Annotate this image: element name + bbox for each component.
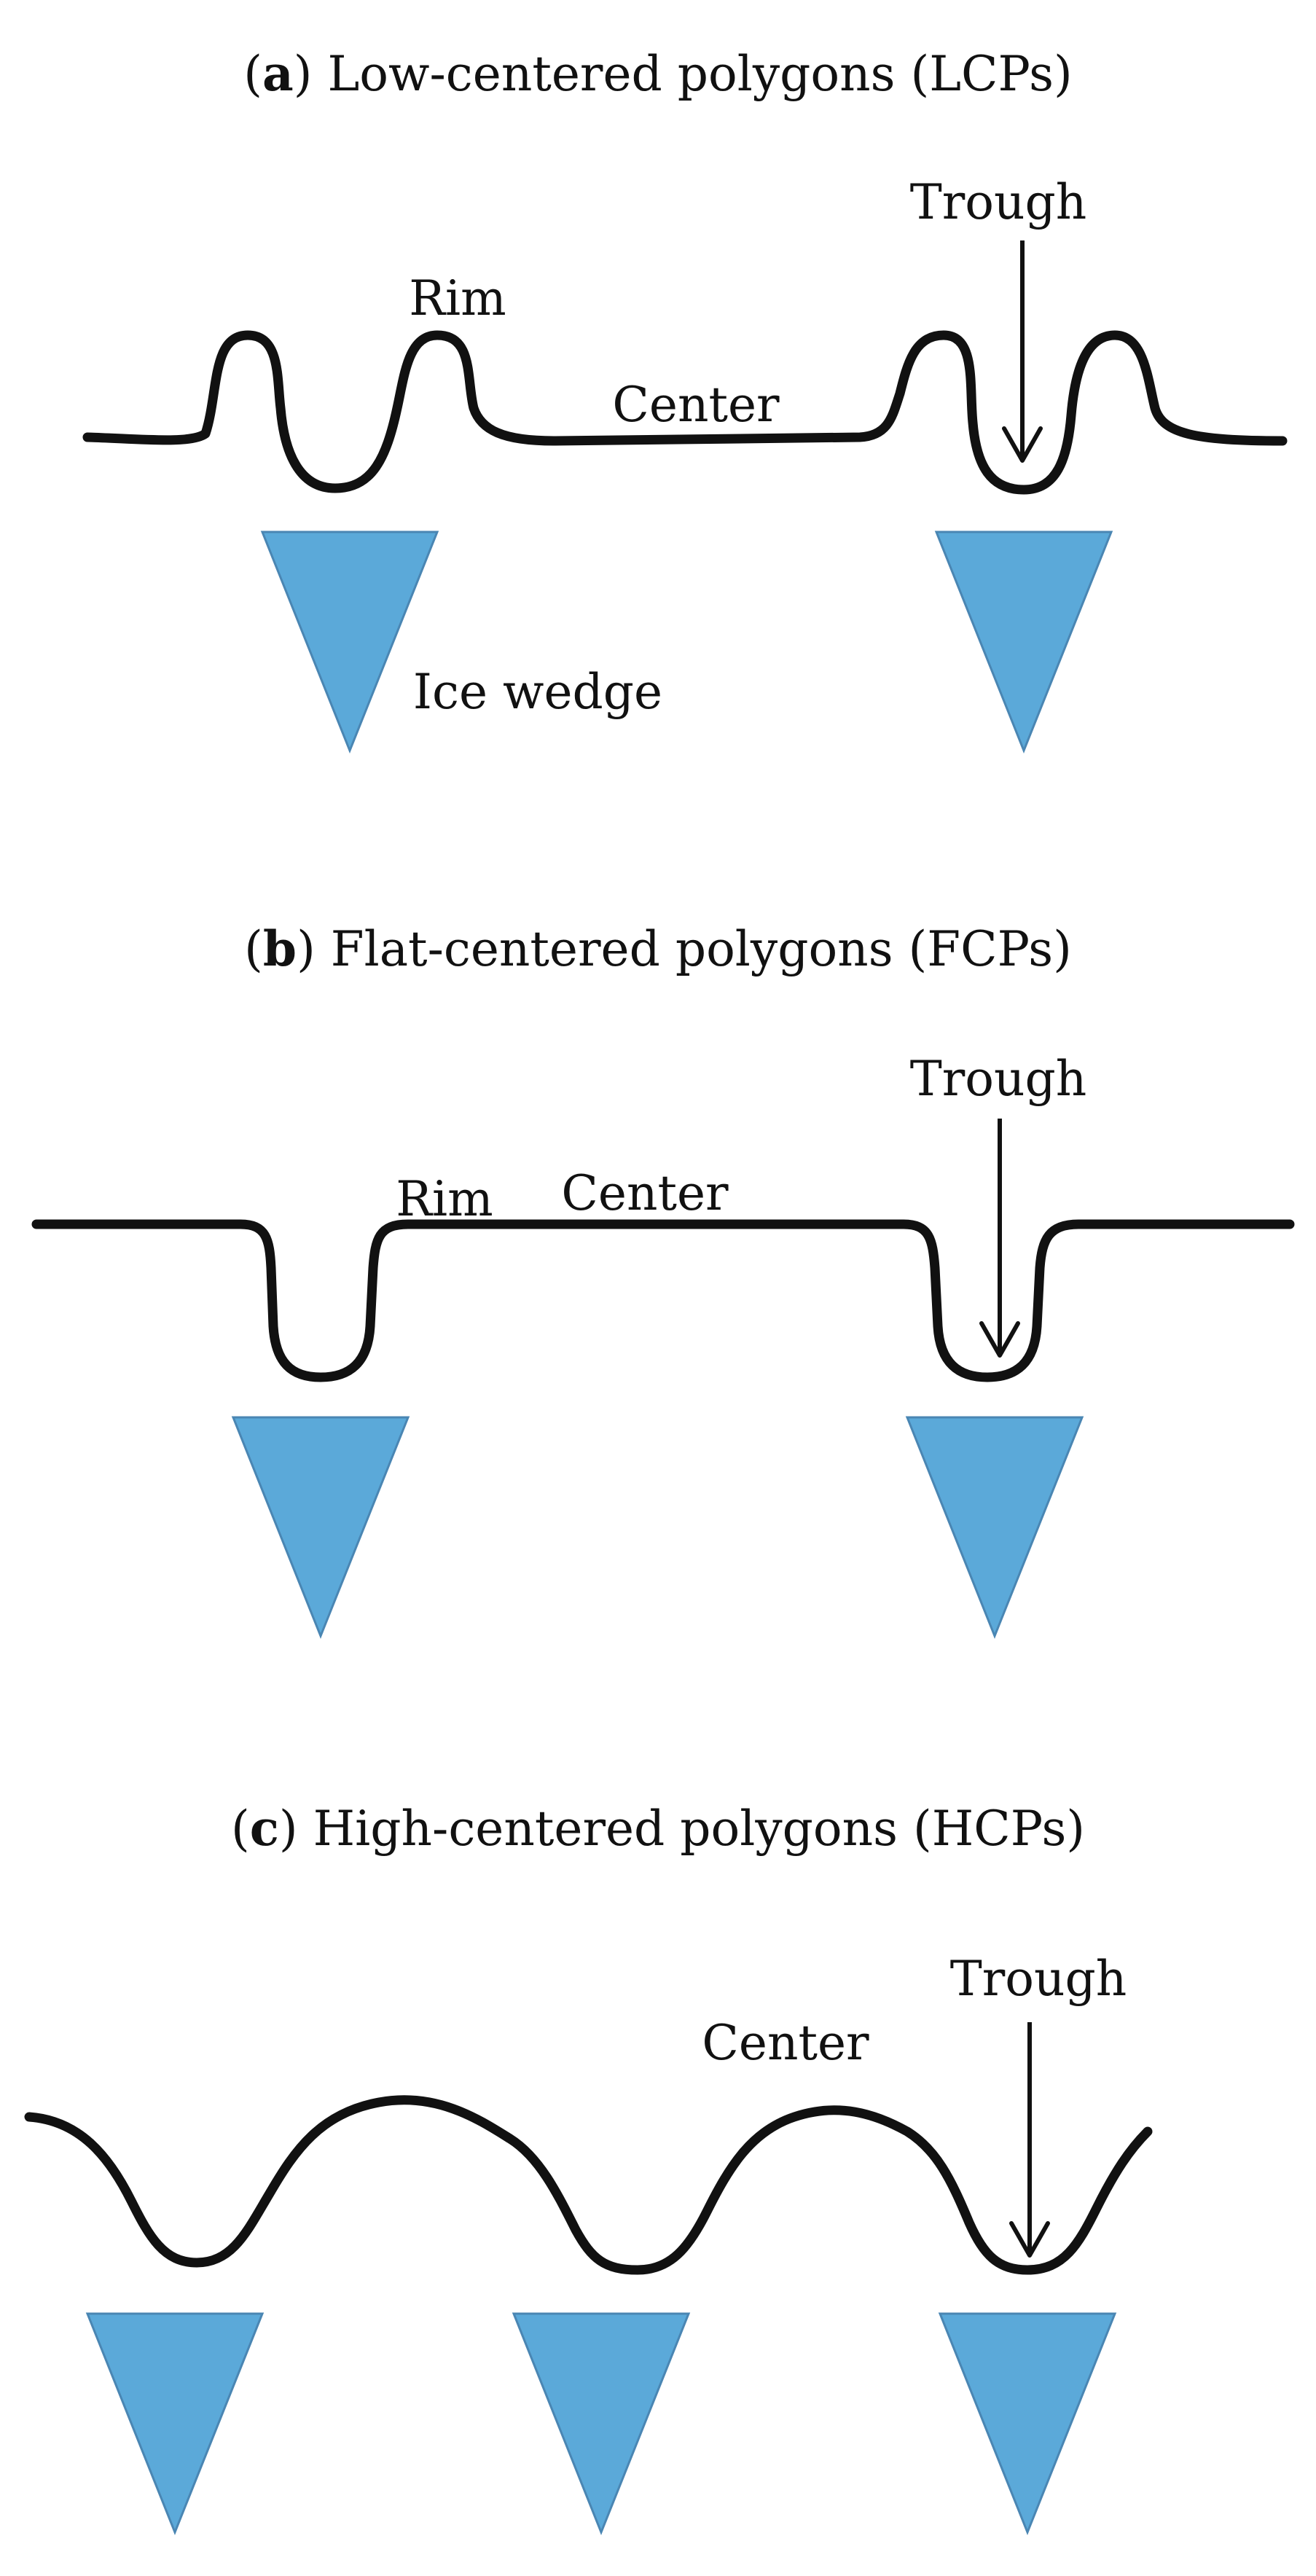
panel-c-trough-arrowhead: [1009, 2221, 1050, 2258]
panel-a-center-label: Center: [612, 377, 780, 433]
panel-a-trough-label: Trough: [910, 174, 1087, 230]
panel-c-caption-letter: c: [250, 1800, 279, 1857]
panel-b-center-label: Center: [561, 1165, 729, 1221]
panel-b: (b) Flat-centered polygons (FCPs) Rim Ce…: [31, 920, 1295, 1640]
panel-c-trough-label: Trough: [950, 1951, 1127, 2007]
panel-a: (a) Low-centered polygons (LCPs) Rim Cen…: [82, 45, 1288, 754]
panel-b-trough-label: Trough: [910, 1051, 1087, 1107]
panel-c-caption: (c) High-centered polygons (HCPs): [231, 1800, 1085, 1857]
panel-a-rim-label: Rim: [409, 270, 506, 326]
panel-b-caption: (b) Flat-centered polygons (FCPs): [244, 920, 1072, 977]
panel-c-center-label: Center: [702, 2015, 869, 2071]
panel-a-caption: (a) Low-centered polygons (LCPs): [243, 45, 1073, 102]
panel-a-ground-profile: [82, 330, 1288, 495]
panel-b-ground-profile: [31, 1219, 1295, 1382]
panel-c-ice-wedge-middle: [512, 2312, 691, 2536]
panel-a-ice-wedge-label: Ice wedge: [413, 664, 662, 720]
panel-a-trough-arrowhead: [1002, 426, 1043, 463]
panel-b-ice-wedge-left: [231, 1416, 410, 1640]
panel-a-caption-text: Low-centered polygons (LCPs): [327, 46, 1072, 102]
panel-b-caption-text: Flat-centered polygons (FCPs): [331, 921, 1072, 977]
panel-c-ice-wedge-left: [85, 2312, 265, 2536]
panel-b-trough-arrowhead: [979, 1321, 1020, 1358]
panel-c-ground-profile: [24, 2095, 1153, 2275]
panel-c-ice-wedge-right: [938, 2312, 1117, 2536]
panel-c-caption-text: High-centered polygons (HCPs): [313, 1801, 1085, 1857]
panel-a-caption-letter: a: [262, 45, 294, 102]
panel-b-caption-letter: b: [263, 920, 297, 977]
panel-b-ice-wedge-right: [905, 1416, 1084, 1640]
panel-b-rim-label: Rim: [396, 1171, 493, 1227]
panel-c: (c) High-centered polygons (HCPs) Center…: [24, 1800, 1153, 2536]
panel-a-ice-wedge-right: [934, 531, 1113, 754]
panel-a-ice-wedge-left: [260, 531, 439, 754]
